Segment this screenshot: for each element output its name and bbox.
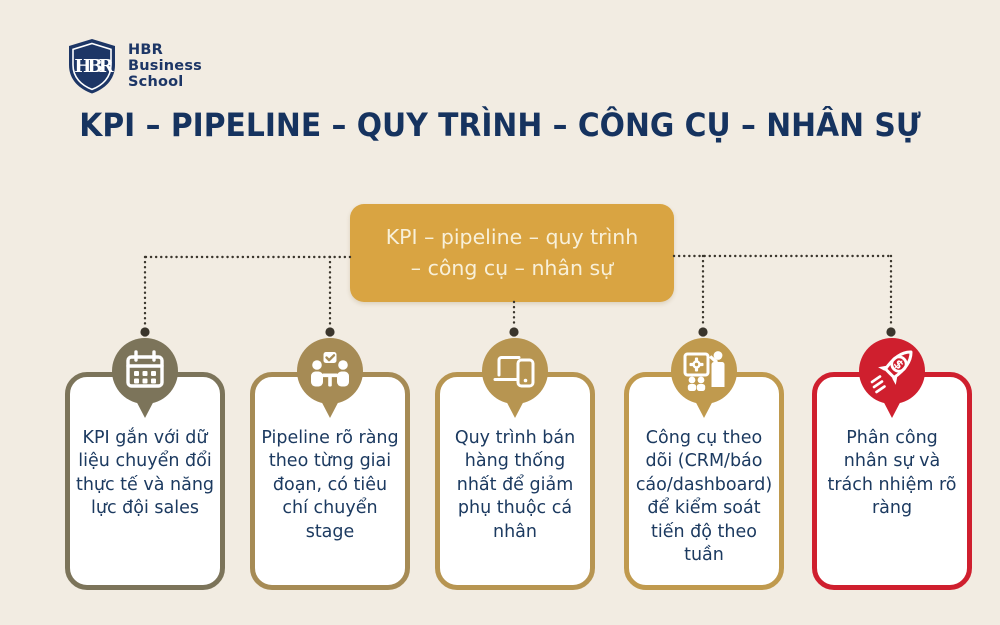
logo-line-2: Business [128, 57, 202, 74]
card-kpi: KPI gắn với dữ liệu chuyển đổi thực tế v… [65, 338, 225, 590]
hbr-logo: HBR HBR Business School [66, 38, 202, 94]
central-node: KPI – pipeline – quy trình – công cụ – n… [350, 204, 674, 302]
meeting-icon [297, 338, 363, 418]
hbr-monogram: HBR [74, 56, 114, 77]
central-node-line-1: KPI – pipeline – quy trình [385, 225, 639, 250]
rocket-icon: $ [859, 338, 925, 418]
card-quy-trinh: Quy trình bán hàng thống nhất để giảm ph… [435, 338, 595, 590]
logo-wordmark: HBR Business School [128, 42, 202, 91]
logo-line-3: School [128, 74, 184, 91]
devices-icon [482, 338, 548, 418]
calendar-icon [112, 338, 178, 418]
card-cong-cu: Công cụ theo dõi (CRM/báo cáo/dashboard)… [624, 338, 784, 590]
logo-line-1: HBR [128, 41, 163, 58]
presentation-icon [671, 338, 737, 418]
card-nhan-su: Phân công nhân sự và trách nhiệm rõ ràng… [812, 338, 972, 590]
central-node-line-2: – công cụ – nhân sự [410, 256, 614, 280]
hbr-shield-icon: HBR [69, 39, 118, 94]
card-pipeline: Pipeline rõ ràng theo từng giai đoạn, có… [250, 338, 410, 590]
page-title: KPI – PIPELINE – QUY TRÌNH – CÔNG CỤ – N… [79, 106, 921, 144]
